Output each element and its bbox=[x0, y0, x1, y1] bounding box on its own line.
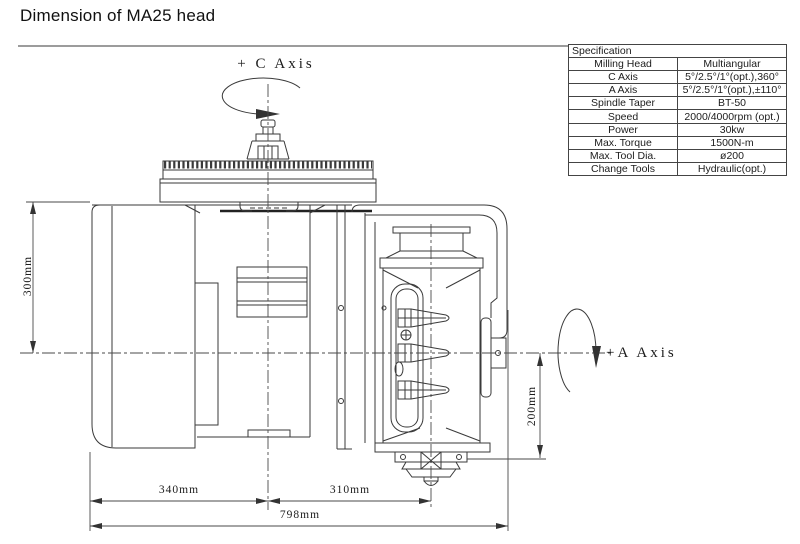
a-axis-label: +A Axis bbox=[606, 345, 677, 361]
spec-header-row: Specification bbox=[568, 43, 787, 59]
body-top bbox=[92, 202, 372, 214]
motor-housing bbox=[91, 204, 196, 449]
c-axis-label: + C Axis bbox=[237, 56, 315, 72]
spec-value: 2000/4000rpm (opt.) bbox=[677, 109, 787, 124]
spec-label: Change Tools bbox=[568, 161, 678, 176]
spec-label: Max. Tool Dia. bbox=[568, 148, 678, 163]
head-details bbox=[381, 305, 507, 398]
dim-label-310mm: 310mm bbox=[329, 484, 371, 496]
a-axis-rotation-arrow bbox=[557, 308, 601, 393]
spec-value: Hydraulic(opt.) bbox=[677, 161, 787, 176]
spec-row: C Axis 5°/2.5°/1°(opt.),360° bbox=[568, 70, 787, 85]
spec-row: Power 30kw bbox=[568, 122, 787, 137]
dim-label-340mm: 340mm bbox=[158, 484, 200, 496]
page-title: Dimension of MA25 head bbox=[20, 6, 216, 25]
bottom-spindle bbox=[374, 442, 491, 486]
spec-label: A Axis bbox=[568, 83, 678, 98]
dim-300mm bbox=[26, 201, 90, 353]
spec-value: 5°/2.5°/1°(opt.),360° bbox=[677, 70, 787, 85]
spec-row: Max. Torque 1500N-m bbox=[568, 135, 787, 150]
head-outer-shell bbox=[351, 204, 508, 443]
tool-taper-bottom bbox=[397, 380, 450, 400]
spec-value: 1500N-m bbox=[677, 135, 787, 150]
spec-row: Change Tools Hydraulic(opt.) bbox=[568, 161, 787, 176]
tool-taper-top bbox=[397, 308, 450, 328]
c-axis-rotation-arrow bbox=[221, 77, 301, 119]
head-cylinder bbox=[379, 226, 484, 269]
spec-row: Spindle Taper BT-50 bbox=[568, 96, 787, 111]
spec-value: BT-50 bbox=[677, 96, 787, 111]
spec-row: A Axis 5°/2.5°/1°(opt.),±110° bbox=[568, 83, 787, 98]
spec-label: Milling Head bbox=[568, 57, 678, 72]
dim-label-798mm: 798mm bbox=[279, 509, 321, 521]
spec-value: 5°/2.5°/1°(opt.),±110° bbox=[677, 83, 787, 98]
dim-200mm bbox=[467, 353, 546, 460]
spec-row: Milling Head Multiangular bbox=[568, 57, 787, 72]
spec-label: Spindle Taper bbox=[568, 96, 678, 111]
spec-value: 30kw bbox=[677, 122, 787, 137]
spec-header: Specification bbox=[568, 43, 787, 59]
centerlines bbox=[20, 84, 612, 510]
dim-label-300mm: 300mm bbox=[22, 255, 34, 297]
gear-body bbox=[194, 205, 352, 450]
spec-label: C Axis bbox=[568, 70, 678, 85]
spec-row: Speed 2000/4000rpm (opt.) bbox=[568, 109, 787, 124]
spec-table: Specification Milling Head Multiangular … bbox=[568, 43, 787, 176]
spec-label: Max. Torque bbox=[568, 135, 678, 150]
spec-value: ø200 bbox=[677, 148, 787, 163]
spec-label: Speed bbox=[568, 109, 678, 124]
spec-label: Power bbox=[568, 122, 678, 137]
dim-bottom bbox=[89, 310, 509, 531]
dim-label-200mm: 200mm bbox=[526, 385, 538, 427]
spec-value: Multiangular bbox=[677, 57, 787, 72]
spec-row: Max. Tool Dia. ø200 bbox=[568, 148, 787, 163]
